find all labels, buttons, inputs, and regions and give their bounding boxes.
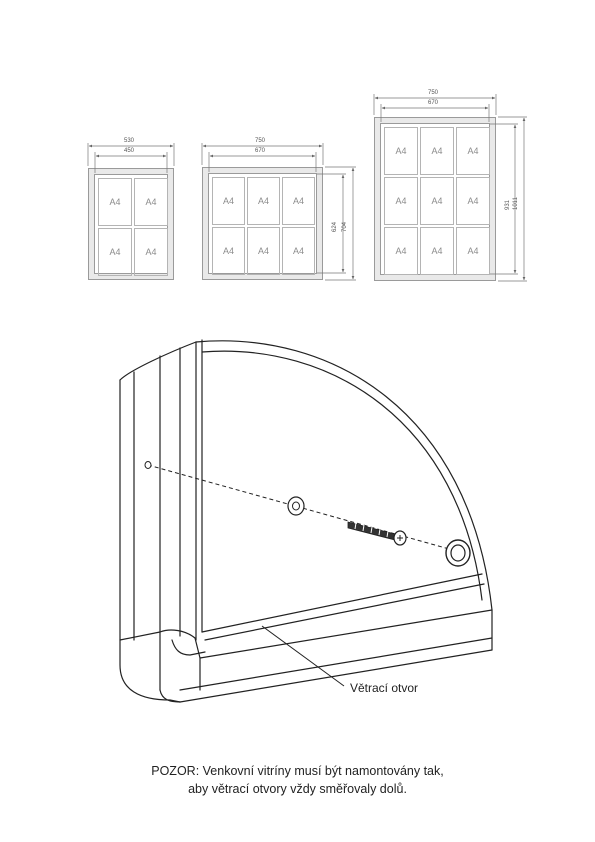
- warning-line-2: aby větrací otvory vždy směřovaly dolů.: [188, 782, 407, 796]
- a4-cell: A4: [212, 177, 245, 225]
- warning-note: POZOR: Venkovní vitríny musí být namonto…: [0, 762, 595, 798]
- vent-opening-label: Větrací otvor: [350, 681, 419, 695]
- a4-cell: A4: [98, 178, 132, 226]
- dim-inner-width: 450: [124, 148, 135, 154]
- small-frame: A4 A4 A4 A4: [88, 168, 174, 280]
- a4-cell: A4: [384, 177, 418, 225]
- a4-cell: A4: [134, 178, 168, 226]
- a4-cell: A4: [420, 177, 454, 225]
- a4-cell: A4: [247, 227, 280, 275]
- a4-cell: A4: [456, 127, 490, 175]
- medium-frame-inner: A4 A4 A4 A4 A4 A4: [208, 173, 317, 275]
- dim-outer-width: 750: [255, 138, 266, 144]
- dim-outer-width: 530: [124, 138, 135, 144]
- dim-inner-width: 670: [255, 148, 266, 154]
- a4-cell: A4: [282, 227, 315, 275]
- dim-inner-width: 670: [428, 100, 439, 106]
- a4-cell: A4: [420, 227, 454, 275]
- dim-outer-width: 750: [428, 90, 439, 96]
- warning-line-1: POZOR: Venkovní vitríny musí být namonto…: [151, 764, 444, 778]
- a4-cell: A4: [384, 227, 418, 275]
- a4-cell: A4: [98, 228, 132, 276]
- large-frame-inner: A4 A4 A4 A4 A4 A4 A4 A4 A4: [380, 123, 490, 275]
- a4-cell: A4: [384, 127, 418, 175]
- small-frame-inner: A4 A4 A4 A4: [94, 174, 168, 276]
- medium-frame: A4 A4 A4 A4 A4 A4: [202, 167, 323, 280]
- a4-cell: A4: [247, 177, 280, 225]
- a4-cell: A4: [456, 177, 490, 225]
- a4-cell: A4: [456, 227, 490, 275]
- a4-cell: A4: [420, 127, 454, 175]
- large-frame: A4 A4 A4 A4 A4 A4 A4 A4 A4: [374, 117, 496, 281]
- a4-cell: A4: [212, 227, 245, 275]
- a4-cell: A4: [134, 228, 168, 276]
- a4-cell: A4: [282, 177, 315, 225]
